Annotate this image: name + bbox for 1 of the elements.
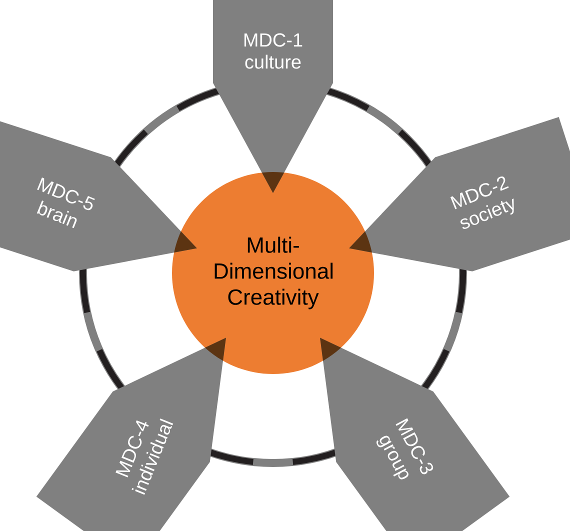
pentagon-box: MDC-1 culture [213,0,333,193]
